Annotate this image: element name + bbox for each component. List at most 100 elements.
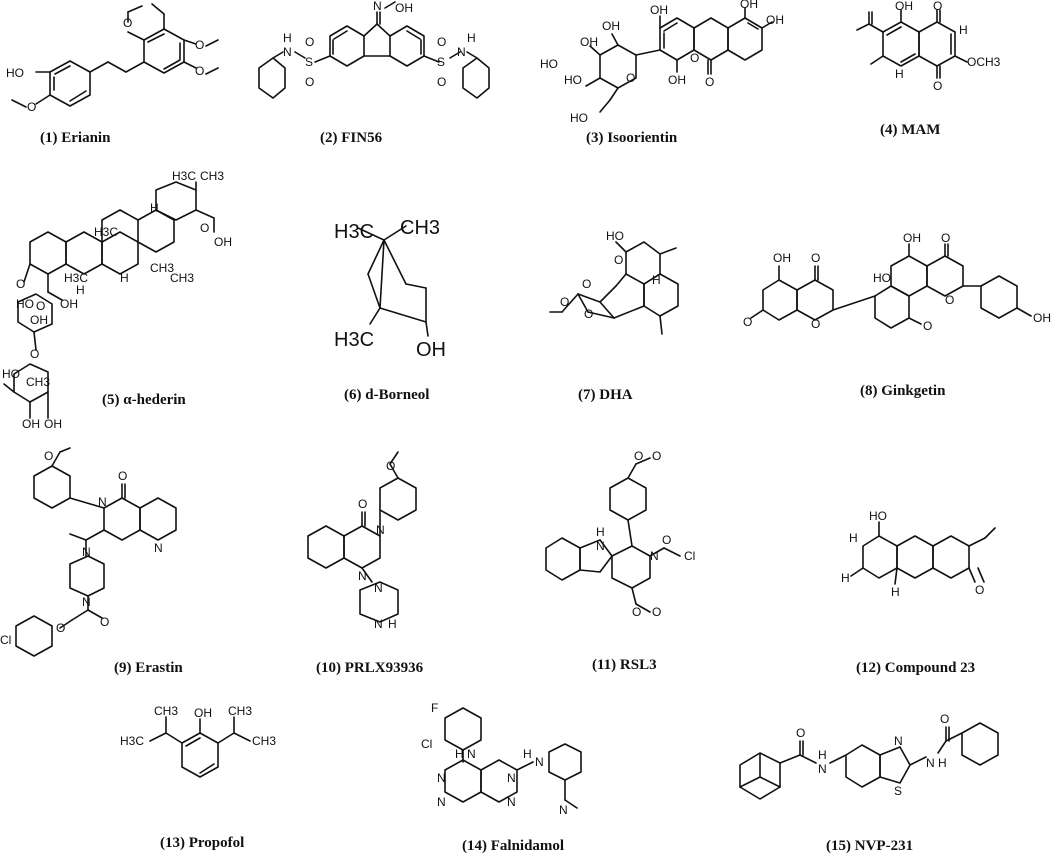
propofol-structure: CH3 OH CH3 H3C CH3 xyxy=(120,704,276,778)
atom-label: HO xyxy=(2,367,20,381)
atom-label: Cl xyxy=(0,633,11,647)
atom-label: OH xyxy=(580,35,598,49)
compound-label-isoorientin: (3) Isoorientin xyxy=(586,130,678,146)
atom-label: O xyxy=(560,295,569,309)
atom-label: OH xyxy=(650,3,668,17)
atom-label: OH xyxy=(395,1,413,15)
atom-label: HO xyxy=(6,66,24,80)
rsl3-structure: O O H N N O Cl O O xyxy=(545,449,695,619)
atom-label: N xyxy=(82,595,91,609)
atom-label: HO xyxy=(869,509,887,523)
compound-label-ginkgetin: (8) Ginkgetin xyxy=(860,383,946,399)
atom-label: H xyxy=(849,531,858,545)
atom-label: O xyxy=(811,251,820,265)
atom-label: O xyxy=(118,469,127,483)
atom-label: N xyxy=(596,539,605,553)
atom-label: OH xyxy=(773,251,791,265)
atom-label: O xyxy=(634,449,643,463)
atom-label: O xyxy=(358,497,367,511)
atom-label: O xyxy=(305,35,314,49)
atom-label: H xyxy=(150,201,159,215)
atom-label: F xyxy=(431,701,438,715)
atom-label: O xyxy=(584,307,593,321)
compound-label-compound-23: (12) Compound 23 xyxy=(856,660,976,676)
atom-label: O xyxy=(811,317,820,331)
atom-label: HO xyxy=(873,271,891,285)
atom-label: O xyxy=(632,605,641,619)
compound-label-d-borneol: (6) d-Borneol xyxy=(344,387,430,403)
atom-label: Cl xyxy=(421,737,432,751)
atom-label: H3C xyxy=(334,329,374,351)
atom-label: H xyxy=(891,585,900,599)
atom-label: N xyxy=(437,795,446,809)
atom-label: O xyxy=(195,38,204,52)
compound-label-fin56: (2) FIN56 xyxy=(320,130,383,146)
atom-label: N xyxy=(374,617,383,631)
atom-label: CH3 xyxy=(252,734,276,748)
atom-label: OH xyxy=(214,235,232,249)
atom-label: N xyxy=(507,795,516,809)
atom-label: S xyxy=(894,784,902,798)
atom-label: CH3 xyxy=(228,704,252,718)
atom-label: H xyxy=(455,747,464,761)
atom-label: OH xyxy=(44,417,62,431)
atom-label: HO xyxy=(606,229,624,243)
atom-label: HO xyxy=(564,73,582,87)
atom-label: N xyxy=(358,569,367,583)
nvp-231-structure: O H N N S O N H xyxy=(739,712,999,800)
atom-label: H xyxy=(120,271,129,285)
atom-label: O xyxy=(933,0,942,13)
erastin-structure: O O N N N N O O Cl xyxy=(0,447,177,657)
compound-label-erastin: (9) Erastin xyxy=(114,660,183,676)
atom-label: H3C xyxy=(120,734,144,748)
atom-label: O xyxy=(614,253,623,267)
atom-label: O xyxy=(940,712,949,726)
atom-label: CH3 xyxy=(150,261,174,275)
atom-label: H3C xyxy=(172,169,196,183)
atom-label: O xyxy=(44,449,53,463)
atom-label: O xyxy=(200,221,209,235)
atom-label: O xyxy=(56,621,65,635)
atom-label: CH3 xyxy=(154,704,178,718)
fin56-structure: N OH S S O O O O H N H N xyxy=(258,0,490,99)
falnidamol-structure: F Cl H N H N N N N N N xyxy=(421,701,582,817)
atom-label: H xyxy=(818,748,827,762)
atom-label: CH3 xyxy=(400,217,440,239)
atom-label: O xyxy=(16,277,25,291)
atom-label: N xyxy=(535,755,544,769)
atom-label: O xyxy=(305,75,314,89)
atom-label: N xyxy=(507,771,516,785)
erianin-structure: HO O O O O xyxy=(6,3,219,114)
atom-label: O xyxy=(933,79,942,93)
compound-label-falnidamol: (14) Falnidamol xyxy=(462,838,565,854)
atom-label: OH xyxy=(903,231,921,245)
atom-label: H xyxy=(76,283,85,297)
atom-label: N xyxy=(154,541,163,555)
atom-label: CH3 xyxy=(26,375,50,389)
alpha-hederin-structure: H3C CH3 H OH O H3C H H CH3 CH3 O OH H3C … xyxy=(2,169,232,431)
compound-label-prlx93936: (10) PRLX93936 xyxy=(316,660,424,676)
atom-label: O xyxy=(437,75,446,89)
atom-label: HO xyxy=(16,297,34,311)
compound-label-propofol: (13) Propofol xyxy=(160,835,245,851)
atom-label: O xyxy=(975,583,984,597)
atom-label: OH xyxy=(740,0,758,11)
atom-label: N xyxy=(437,771,446,785)
atom-label: H xyxy=(523,747,532,761)
compound-label-dha: (7) DHA xyxy=(578,387,633,403)
atom-label: O xyxy=(100,615,109,629)
atom-label: N xyxy=(457,45,466,59)
ginkgetin-structure: OH O OH O HO O O O OH O xyxy=(743,231,1051,333)
atom-label: H3C xyxy=(94,225,118,239)
atom-label: HO xyxy=(540,57,558,71)
atom-label: S xyxy=(305,55,313,69)
atom-label: O xyxy=(123,16,132,30)
atom-label: H3C xyxy=(64,271,88,285)
atom-label: H xyxy=(652,273,661,287)
atom-label: H xyxy=(596,525,605,539)
dha-structure: HO O H O O O xyxy=(549,229,679,335)
atom-label: H3C xyxy=(334,221,374,243)
atom-label: H xyxy=(388,617,397,631)
compound-label-erianin: (1) Erianin xyxy=(40,130,111,146)
